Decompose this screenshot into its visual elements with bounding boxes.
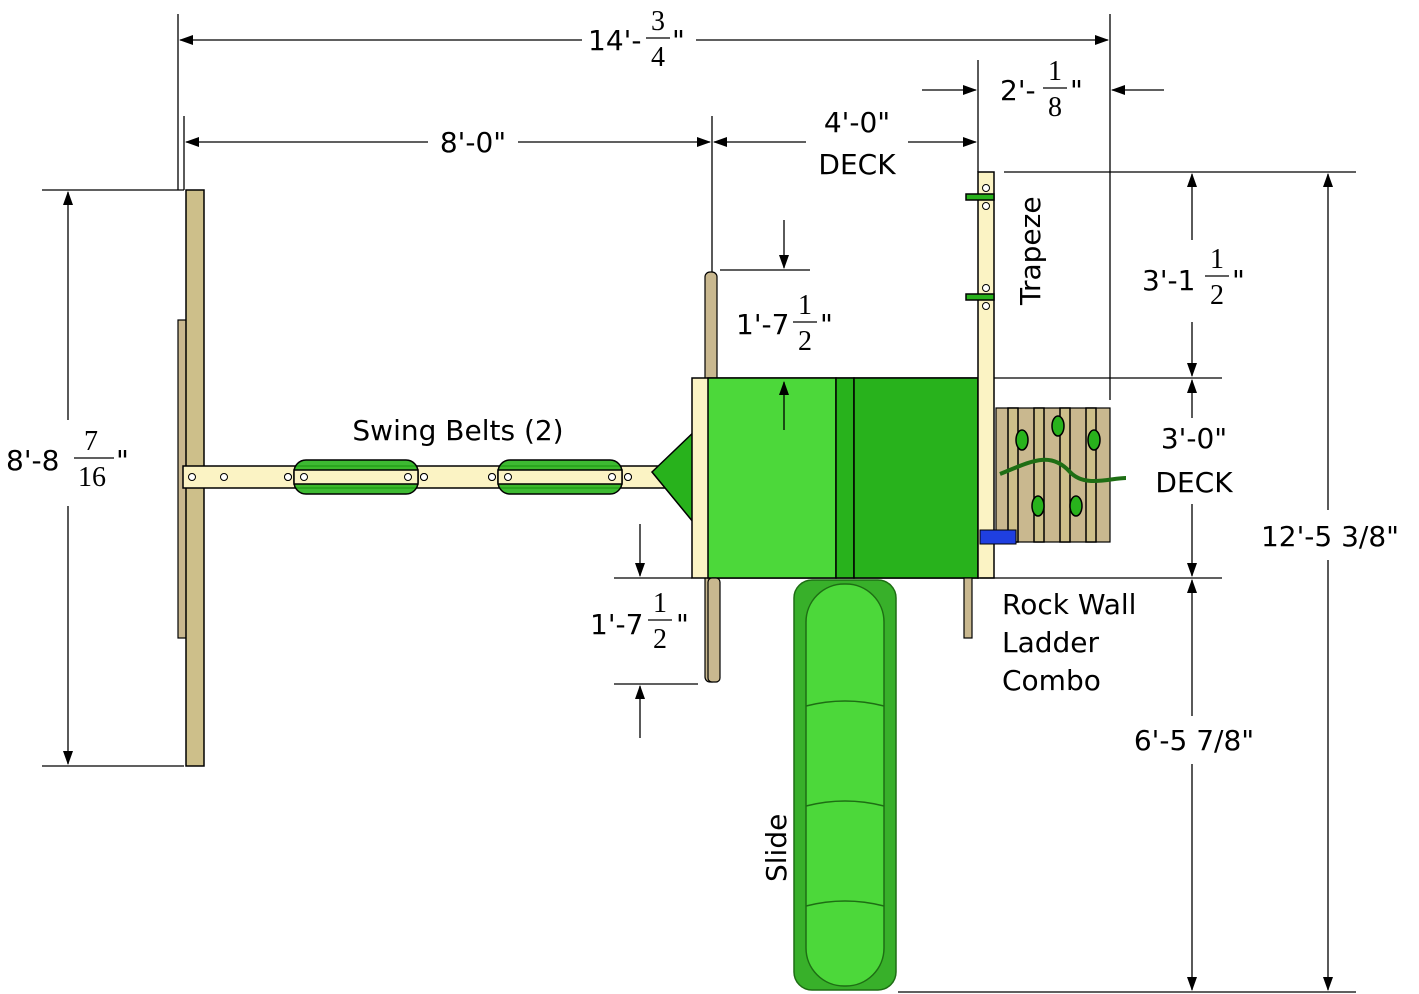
rock-hold [1031,495,1045,517]
svg-text:2: 2 [653,624,667,655]
svg-text:3'-1: 3'-1 [1142,264,1195,297]
dim-text-deck-width: 4'-0" DECK [818,106,896,181]
svg-text:1: 1 [1210,244,1224,275]
ladder-rail [963,577,973,639]
swing-belt-2-beam-overlay [497,469,623,485]
svg-text:Rock Wall: Rock Wall [1002,588,1136,621]
svg-text:1: 1 [798,290,812,321]
rock-wall-ladder [979,407,1127,545]
svg-text:2: 2 [1210,280,1224,311]
svg-text:8'-8: 8'-8 [6,444,59,477]
svg-text:": " [820,308,833,341]
svg-text:": " [116,444,129,477]
dim-deck-width [713,60,979,172]
dim-text-side-offset: 2'- 1 8 " [1000,56,1083,123]
swing-belts [284,459,632,495]
dim-upper-gap [720,220,810,430]
svg-text:Ladder: Ladder [1002,626,1100,659]
svg-text:8: 8 [1048,92,1062,123]
svg-text:4: 4 [651,42,665,73]
slide-chute [805,583,885,987]
label-slide: Slide [760,814,793,882]
trapeze-bracket-top [965,193,995,201]
svg-text:12'-5 3/8": 12'-5 3/8" [1261,520,1399,553]
dim-swing-height [42,189,184,767]
rock-hold [1069,495,1083,517]
svg-text:14'-: 14'- [588,24,641,57]
dim-right-extensions [898,171,1356,993]
trapeze-bracket-bottom [965,293,995,301]
dim-text-lower-gap: 1'-7 1 2 " [590,588,689,655]
svg-text:3'-0": 3'-0" [1161,422,1227,455]
deck-post-front-lower [707,577,721,683]
svg-text:2'-: 2'- [1000,74,1036,107]
swing-belt-1-beam-overlay [293,469,419,485]
deck-panel-right [853,377,979,579]
svg-text:DECK: DECK [1155,466,1233,499]
rock-hold [1051,415,1065,437]
deck-panel-seam [835,377,855,579]
climbing-rope [999,457,1127,484]
svg-text:1'-7: 1'-7 [736,308,789,341]
label-trapeze: Trapeze [1014,196,1047,306]
rock-hold [1087,429,1101,451]
slide [793,579,897,991]
svg-text:": " [676,608,689,641]
svg-text:": " [1070,74,1083,107]
dim-text-upper-gap: 1'-7 1 2 " [736,290,833,357]
svg-text:16: 16 [78,462,106,493]
dim-overall-width [177,14,1111,400]
dim-text-trapeze-arm: 3'-1 1 2 " [1142,244,1245,311]
deck-panel-left [707,377,837,579]
svg-text:1: 1 [1048,56,1062,87]
ladder-accent-block [979,529,1017,545]
deck [691,377,979,579]
svg-text:1: 1 [653,588,667,619]
label-swing-belts: Swing Belts (2) [352,414,563,447]
svg-text:7: 7 [84,426,98,457]
dim-text-overall-width: 14'- 3 4 " [584,4,694,74]
label-rock-wall: Rock Wall Ladder Combo [1002,588,1136,697]
rock-hold [1015,429,1029,451]
dim-text-overall-depth: 12'-5 3/8" [1256,516,1406,556]
svg-text:4'-0": 4'-0" [824,106,890,139]
svg-text:DECK: DECK [818,148,896,181]
dim-text-slide-length: 6'-5 7/8" [1134,724,1254,757]
dim-text-deck-depth: 3'-0" DECK [1155,422,1233,499]
svg-text:": " [1232,264,1245,297]
dim-lower-gap [614,524,698,738]
dim-text-swing-beam: 8'-0" [440,126,506,159]
dim-text-swing-height: 8'-8 7 16 " [4,422,136,504]
svg-text:1'-7: 1'-7 [590,608,643,641]
svg-text:Combo: Combo [1002,664,1101,697]
svg-text:2: 2 [798,326,812,357]
dim-swing-beam [183,116,713,272]
svg-text:3: 3 [651,6,665,37]
svg-text:": " [672,24,685,57]
trapeze-post-board [977,171,995,579]
